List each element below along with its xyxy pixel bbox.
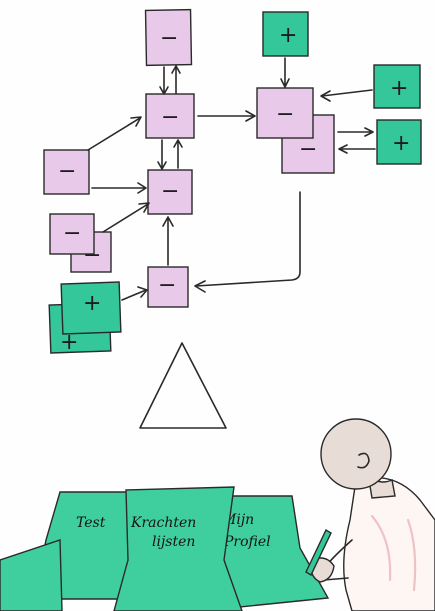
svg-text:+: + xyxy=(83,291,101,316)
svg-text:−: − xyxy=(299,137,317,162)
svg-text:−: − xyxy=(58,159,76,184)
card-stack-left-front-minus: − xyxy=(49,213,95,255)
pen-icon xyxy=(305,529,332,576)
svg-text:Krachten: Krachten xyxy=(130,515,196,531)
svg-text:−: − xyxy=(158,273,176,298)
svg-text:Test: Test xyxy=(76,515,106,531)
card-bottom-minus: − xyxy=(147,266,189,308)
card-top-minus: − xyxy=(144,8,193,67)
card-left-minus: − xyxy=(43,149,90,195)
person-figure xyxy=(305,418,435,611)
card-green-stack-front-plus: + xyxy=(60,281,122,335)
head xyxy=(320,418,392,490)
svg-text:−: − xyxy=(161,179,179,204)
card-middle-minus: − xyxy=(145,93,195,139)
outline-triangle xyxy=(139,342,227,429)
sheet-krachten-lijsten: Krachten lijsten xyxy=(113,486,243,611)
svg-text:+: + xyxy=(390,76,408,101)
svg-text:+: + xyxy=(392,131,410,156)
svg-text:−: − xyxy=(161,105,179,130)
card-green-top-plus: + xyxy=(262,11,309,57)
arrows xyxy=(87,57,376,301)
card-green-right-bottom-plus: + xyxy=(376,119,422,165)
svg-text:−: − xyxy=(276,102,294,127)
svg-text:lijsten: lijsten xyxy=(152,534,195,550)
svg-text:−: − xyxy=(160,26,178,51)
card-green-right-top-plus: + xyxy=(373,64,421,109)
svg-text:−: − xyxy=(63,221,81,246)
svg-text:Profiel: Profiel xyxy=(223,534,271,550)
card-right-front-minus: − xyxy=(256,87,314,139)
card-lower-minus: − xyxy=(147,169,193,215)
svg-text:+: + xyxy=(279,23,297,48)
svg-text:+: + xyxy=(60,330,78,355)
